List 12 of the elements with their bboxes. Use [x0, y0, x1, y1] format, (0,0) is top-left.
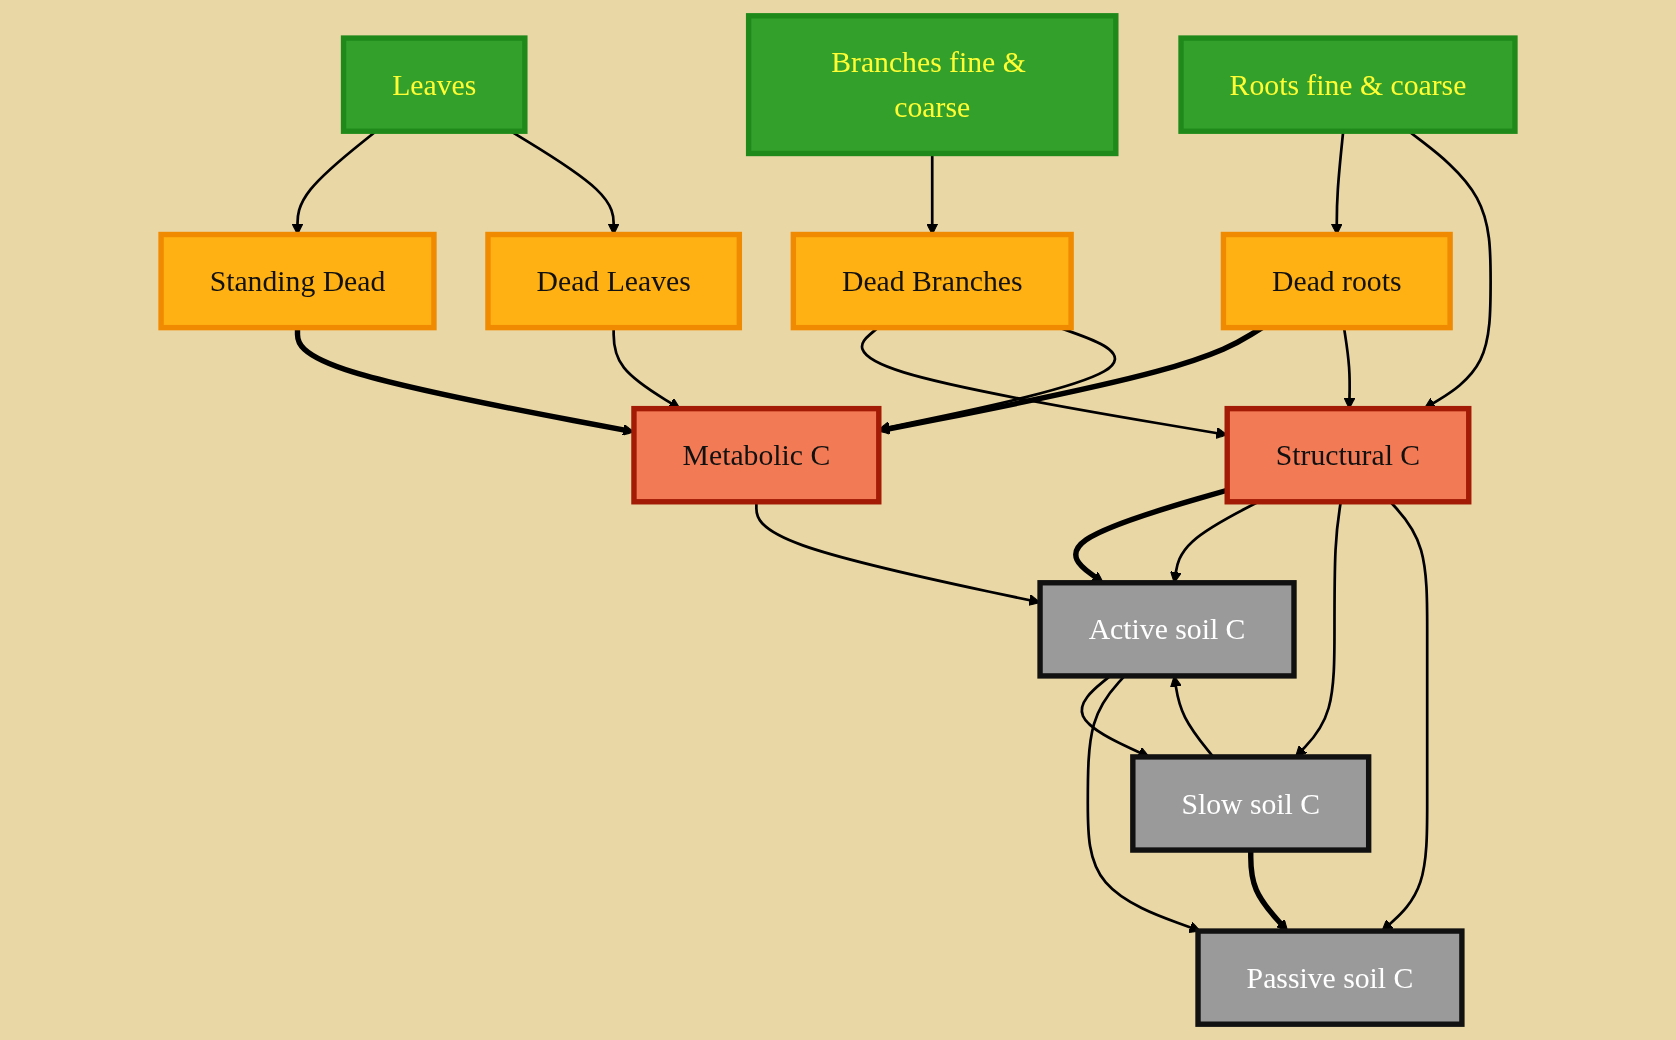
node-box: Passive soil C [1195, 928, 1465, 1027]
node-box: Dead Branches [790, 231, 1074, 331]
node-box: Dead roots [1220, 231, 1453, 331]
node-box: Standing Dead [158, 231, 437, 331]
node-box: Metabolic C [631, 405, 882, 505]
node-box: Roots fine & coarse [1178, 35, 1518, 134]
node-box: Active soil C [1037, 580, 1297, 679]
node-box: Slow soil C [1130, 754, 1372, 853]
node-box: Dead Leaves [485, 231, 743, 331]
node-box: Branches fine & coarse [745, 13, 1119, 157]
node-box: Leaves [340, 35, 528, 134]
node-box: Structural C [1224, 405, 1472, 505]
